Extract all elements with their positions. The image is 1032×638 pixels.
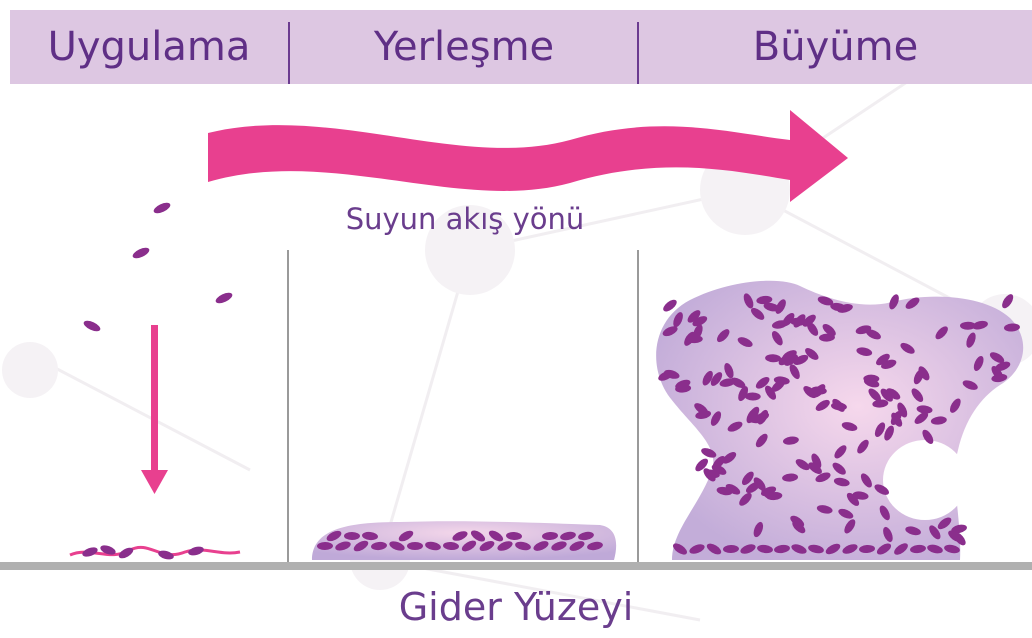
- drain-surface-line: [0, 562, 1032, 570]
- initial-attachment: [70, 544, 240, 561]
- thin-biofilm: [312, 521, 616, 560]
- flow-direction-label: Suyun akış yönü: [300, 202, 630, 236]
- flow-direction-arrow: [208, 110, 848, 202]
- settling-arrow: [141, 325, 168, 494]
- falling-bacteria: [82, 201, 234, 334]
- mature-biofilm: [656, 281, 1023, 560]
- drain-surface-label: Gider Yüzeyi: [0, 585, 1032, 629]
- bacterium: [1000, 292, 1015, 310]
- bacterium: [407, 542, 423, 550]
